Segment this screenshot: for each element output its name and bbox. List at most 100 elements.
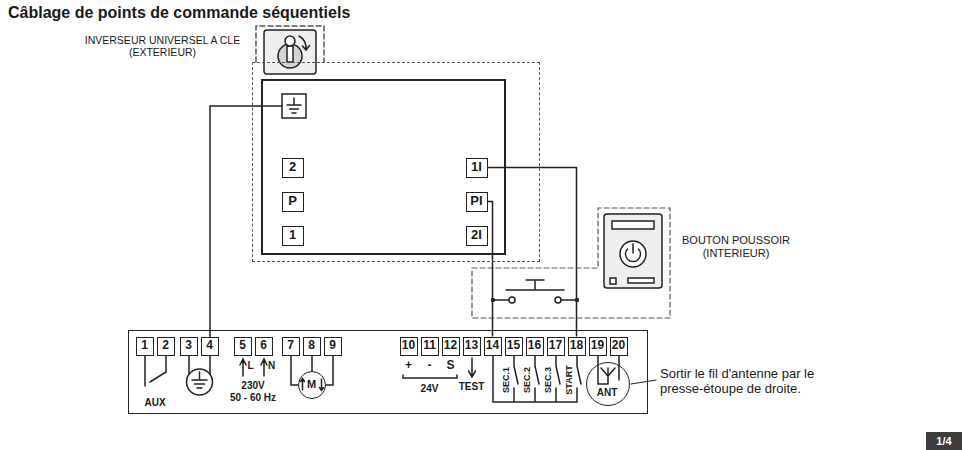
test-arrow: [469, 358, 476, 377]
page-number-badge: 1/4: [926, 432, 962, 450]
aux-contact: [145, 356, 166, 386]
terminal-label: 1I: [471, 160, 482, 175]
antenna-symbol: ANT: [586, 362, 630, 406]
switch-terminal: P: [282, 192, 304, 212]
contact-point: [555, 297, 561, 303]
switch-terminal: 1: [282, 226, 304, 246]
drawing-group: [145, 26, 670, 402]
terminal-number: 1: [141, 339, 148, 353]
board-marking: SEC.1: [500, 366, 510, 392]
terminal-number: 13: [465, 339, 478, 353]
supply-bracket: [403, 375, 457, 378]
terminal-number: 19: [591, 339, 604, 353]
earth-circle: [187, 369, 213, 395]
terminal-number: 11: [423, 339, 436, 353]
terminal-block: 16: [526, 337, 544, 356]
push-button-detail: [610, 278, 616, 284]
board-marking: AUX: [144, 397, 165, 409]
control-board: AUX L N 230V50 - 60 Hz + -S 24V TEST SEC.1 SEC.2 S…: [128, 330, 648, 414]
board-marking: 50 - 60 Hz: [230, 392, 276, 404]
key-bow: [285, 36, 295, 46]
switch-terminal: 2I: [466, 226, 488, 246]
terminal-block: 4: [201, 337, 219, 356]
terminal-number: 16: [528, 339, 541, 353]
switch-terminal: PI: [466, 192, 488, 212]
terminal-number: 17: [549, 339, 562, 353]
push-button-icon: [604, 214, 662, 288]
motor-symbol: M: [298, 371, 326, 399]
push-button-detail: [628, 278, 654, 283]
terminal-label: 2: [289, 160, 296, 175]
terminal-number: 15: [507, 339, 520, 353]
terminal-number: 18: [570, 339, 583, 353]
terminal-block: 18: [568, 337, 586, 356]
terminal-block: 15: [505, 337, 523, 356]
installation-note: Sortir le fil d'antenne par le presse-ét…: [660, 367, 820, 397]
push-button-contact: [493, 280, 577, 300]
terminal-label: PI: [470, 194, 482, 209]
antenna-label: ANT: [597, 387, 618, 399]
terminal-block: 20: [610, 337, 628, 356]
diagram-title: Câblage de points de commande séquentiel…: [8, 4, 350, 22]
device-caption: BOUTON POUSSOIR (INTERIEUR): [676, 234, 796, 259]
board-marking: 24V: [421, 383, 439, 395]
key-switch-enclosure: INVERSEUR UNIVERSEL A CLE (EXTERIEUR)21I…: [252, 62, 540, 262]
board-marking: SEC.2: [521, 366, 531, 392]
terminal-label: 2I: [471, 228, 482, 243]
board-marking: -: [428, 359, 432, 373]
push-button-cap: [620, 241, 646, 267]
terminal-block: 14: [484, 337, 502, 356]
motor-label: M: [307, 378, 316, 391]
safety-contacts: [493, 356, 581, 402]
switch-terminal: 2: [282, 158, 304, 178]
key-blade: [287, 46, 293, 62]
board-marking: TEST: [459, 381, 485, 393]
terminal-number: 20: [612, 339, 625, 353]
board-marking: N: [268, 360, 275, 372]
board-marking: S: [446, 359, 454, 373]
earth-symbol: [287, 98, 301, 113]
switch-terminal-block: [262, 80, 505, 254]
device-caption: INVERSEUR UNIVERSEL A CLE (EXTERIEUR): [78, 34, 248, 58]
contact-point: [509, 297, 515, 303]
board-marking: L: [247, 360, 253, 372]
terminal-block: 8: [303, 337, 321, 356]
terminal-number: 10: [402, 339, 415, 353]
terminal-block: 6: [255, 337, 273, 356]
terminal-block: 11: [421, 337, 439, 356]
push-button-enclosure: [472, 208, 670, 318]
terminal-block: 9: [324, 337, 342, 356]
rotation-arrow: [299, 36, 310, 50]
board-marking: START: [563, 365, 573, 394]
earth-terminal: [282, 94, 306, 118]
page-number: 1/4: [936, 435, 951, 448]
switch-terminal: 1I: [466, 158, 488, 178]
connection-wire: [488, 202, 493, 337]
terminal-number: 2: [162, 339, 169, 353]
motor-arrows: [301, 379, 324, 391]
terminal-block: 1: [136, 337, 154, 356]
terminal-number: 4: [206, 339, 213, 353]
board-marking: 230V: [241, 380, 264, 392]
mains-arrow: [240, 359, 267, 376]
terminal-number: 14: [486, 339, 499, 353]
terminal-block: 19: [589, 337, 607, 356]
connection-wire: [488, 168, 577, 337]
terminal-block: 10: [400, 337, 418, 356]
terminal-block: 5: [234, 337, 252, 356]
terminal-number: 3: [185, 339, 192, 353]
terminal-block: 3: [180, 337, 198, 356]
terminal-number: 9: [329, 339, 336, 353]
terminal-block: 13: [463, 337, 481, 356]
board-marking: SEC.3: [542, 366, 552, 392]
terminal-block: 12: [442, 337, 460, 356]
leader-line: [631, 380, 656, 384]
earth-symbol: [192, 372, 207, 388]
key-switch-icon: [264, 30, 316, 74]
board-marking: +: [405, 359, 412, 373]
terminal-label: 1: [289, 228, 296, 243]
antenna-symbol-drawing: [598, 356, 619, 384]
terminal-number: 6: [260, 339, 267, 353]
push-button-slot: [612, 221, 654, 229]
